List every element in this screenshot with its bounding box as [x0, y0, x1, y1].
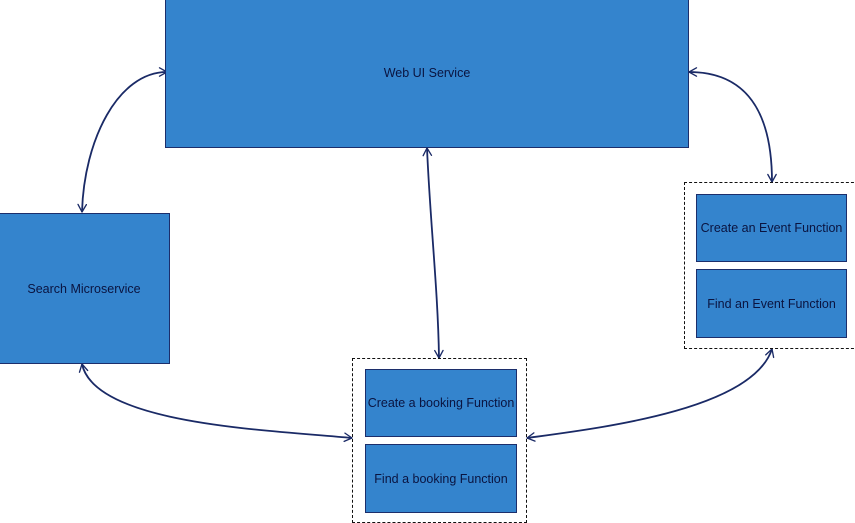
- edge-search-booking: [78, 363, 353, 443]
- web-ui-service-label: Web UI Service: [383, 66, 471, 80]
- find-event-function-node: Find an Event Function: [696, 269, 847, 338]
- edge-webui-search: [77, 67, 168, 213]
- edge-webui-events: [688, 67, 777, 183]
- find-event-function-label: Find an Event Function: [707, 296, 836, 311]
- event-functions-group: [684, 182, 855, 349]
- edge-webui-booking: [422, 147, 444, 359]
- search-microservice-label: Search Microservice: [27, 281, 141, 296]
- create-booking-function-label: Create a booking Function: [367, 396, 515, 410]
- web-ui-service-node: Web UI Service: [165, 0, 689, 148]
- create-event-function-node: Create an Event Function: [696, 194, 847, 262]
- edge-events-booking: [526, 348, 775, 442]
- search-microservice-node: Search Microservice: [0, 213, 170, 364]
- find-booking-function-node: Find a booking Function: [365, 444, 517, 513]
- find-booking-function-label: Find a booking Function: [374, 471, 508, 486]
- create-event-function-label: Create an Event Function: [700, 221, 843, 235]
- create-booking-function-node: Create a booking Function: [365, 369, 517, 437]
